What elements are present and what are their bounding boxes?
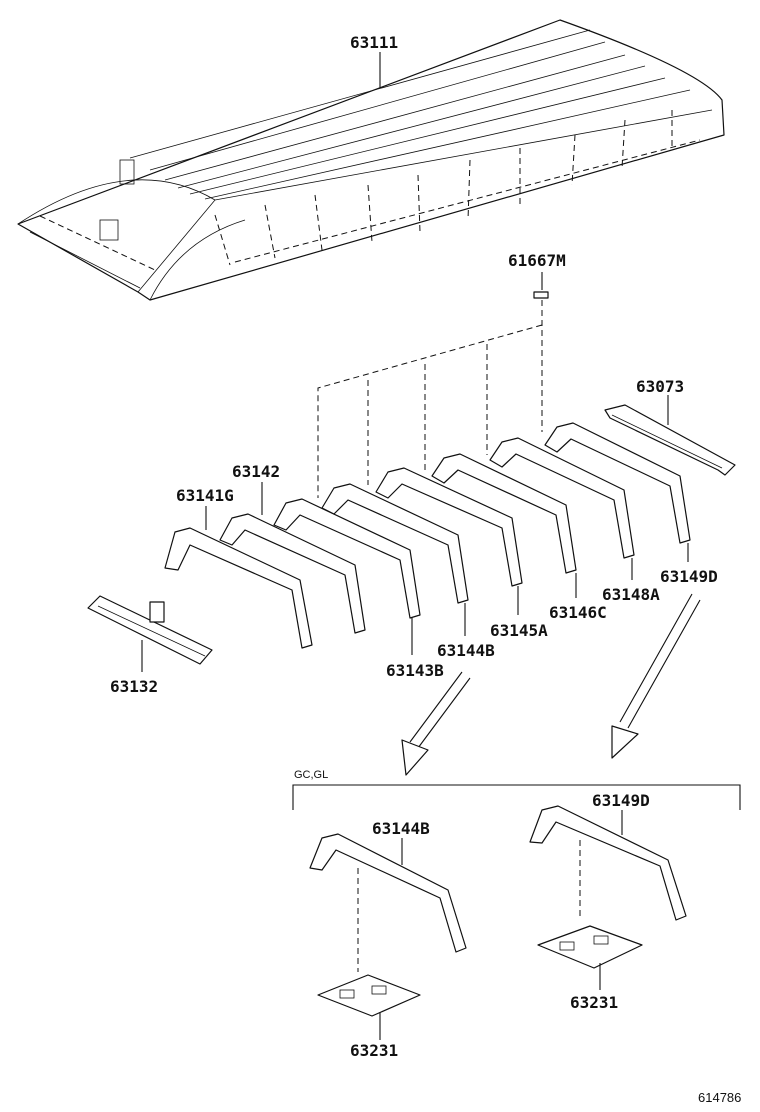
- label-bracket-left[interactable]: 63231: [350, 1041, 398, 1060]
- label-bow-63141g[interactable]: 63141G: [176, 486, 234, 505]
- bracket-right[interactable]: [537, 925, 643, 969]
- detail-bow-63144b[interactable]: [309, 833, 467, 953]
- group-title: GC,GL: [294, 769, 328, 781]
- front-header[interactable]: [87, 595, 213, 665]
- rear-header[interactable]: [604, 404, 736, 476]
- label-bow-63143b[interactable]: 63143B: [386, 661, 444, 680]
- label-roof-panel[interactable]: 63111: [350, 33, 398, 52]
- label-bow-63145a[interactable]: 63145A: [490, 621, 548, 640]
- bracket-left[interactable]: [317, 974, 421, 1017]
- label-rear-header[interactable]: 63073: [636, 377, 684, 396]
- arrow-left: [401, 671, 471, 776]
- label-bow-63144b[interactable]: 63144B: [437, 641, 495, 660]
- group-bracket: [292, 784, 741, 810]
- label-detail-63144b[interactable]: 63144B: [372, 819, 430, 838]
- roof-bows[interactable]: [164, 422, 691, 649]
- label-bow-63149d[interactable]: 63149D: [660, 567, 718, 586]
- clip-part[interactable]: [533, 291, 549, 299]
- label-clip[interactable]: 61667M: [508, 251, 566, 270]
- diagram-id: 614786: [698, 1090, 741, 1105]
- label-bracket-right[interactable]: 63231: [570, 993, 618, 1012]
- label-bow-63148a[interactable]: 63148A: [602, 585, 660, 604]
- arrow-right: [611, 593, 701, 759]
- detail-bow-63149d[interactable]: [529, 805, 687, 921]
- roof-panel[interactable]: [17, 19, 725, 301]
- label-detail-63149d[interactable]: 63149D: [592, 791, 650, 810]
- label-front-header[interactable]: 63132: [110, 677, 158, 696]
- label-bow-63146c[interactable]: 63146C: [549, 603, 607, 622]
- label-bow-63142[interactable]: 63142: [232, 462, 280, 481]
